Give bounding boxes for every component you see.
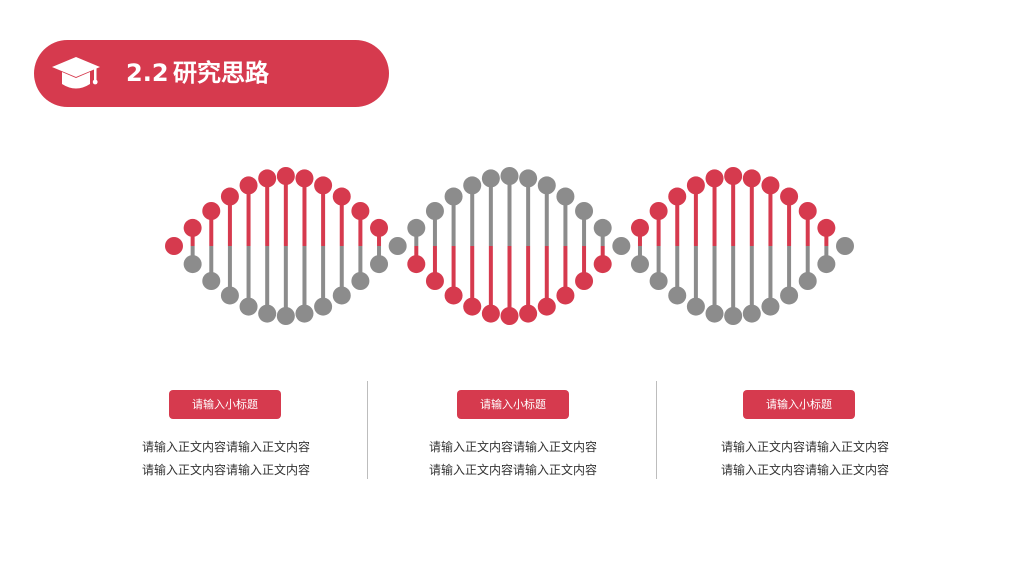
- helix-node-bottom: [202, 272, 221, 290]
- helix-node-top: [444, 187, 463, 206]
- helix-node-top: [481, 169, 500, 188]
- helix-node-top: [500, 167, 519, 185]
- helix-node-top: [258, 169, 277, 188]
- helix-node-bottom: [258, 304, 277, 323]
- helix-node-top: [370, 218, 389, 237]
- helix-node-top: [705, 169, 724, 188]
- subtitle-button-1[interactable]: 请输入小标题: [169, 390, 281, 419]
- helix-node-crossing: [165, 237, 183, 255]
- helix-node-bottom: [556, 286, 575, 305]
- helix-node-bottom: [500, 307, 519, 325]
- graduation-cap-icon: [52, 57, 100, 89]
- helix-node-bottom: [575, 272, 594, 290]
- helix-node-bottom: [407, 255, 426, 274]
- helix-node-top: [742, 169, 761, 188]
- helix-node-top: [183, 218, 202, 237]
- section-title-bar: [34, 40, 389, 107]
- helix-node-bottom: [183, 255, 202, 274]
- helix-node-top: [276, 167, 295, 185]
- helix-node-top: [537, 176, 556, 195]
- helix-node-bottom: [481, 304, 500, 323]
- helix-node-crossing: [612, 237, 631, 255]
- body-text-line: 请输入正文内容请输入正文内容: [720, 463, 889, 477]
- helix-node-top: [332, 187, 351, 206]
- helix-node-bottom: [220, 286, 239, 305]
- helix-node-top: [351, 202, 370, 220]
- helix-node-top: [575, 202, 594, 220]
- helix-node-top: [220, 187, 239, 206]
- body-text-line: 请输入正文内容请输入正文内容: [428, 463, 597, 477]
- helix-node-bottom: [649, 272, 668, 290]
- helix-node-bottom: [742, 304, 761, 323]
- helix-node-top: [780, 187, 799, 206]
- helix-node-bottom: [314, 297, 333, 316]
- helix-node-top: [314, 176, 333, 195]
- subtitle-button-3[interactable]: 请输入小标题: [743, 390, 855, 419]
- helix-node-top: [724, 167, 743, 185]
- helix-node-bottom: [537, 297, 556, 316]
- helix-node-top: [686, 176, 705, 195]
- helix-node-bottom: [798, 272, 817, 290]
- column-divider: [656, 381, 657, 479]
- helix-node-top: [649, 202, 668, 220]
- helix-node-top: [519, 169, 538, 188]
- helix-node-top: [202, 202, 221, 220]
- body-text-line: 请输入正文内容请输入正文内容: [720, 440, 889, 454]
- helix-node-top: [425, 202, 444, 220]
- helix-node-top: [593, 218, 612, 237]
- helix-node-bottom: [295, 304, 314, 323]
- body-text-line: 请输入正文内容请输入正文内容: [141, 440, 310, 454]
- helix-node-bottom: [276, 307, 295, 325]
- helix-node-bottom: [425, 272, 444, 290]
- helix-node-bottom: [761, 297, 780, 316]
- helix-node-bottom: [686, 297, 705, 316]
- body-text-line: 请输入正文内容请输入正文内容: [428, 440, 597, 454]
- helix-node-top: [630, 218, 649, 237]
- column-divider: [367, 381, 368, 479]
- helix-node-top: [295, 169, 314, 188]
- helix-node-crossing: [836, 237, 854, 255]
- page-title: 研究思路: [173, 59, 269, 87]
- helix-node-top: [239, 176, 258, 195]
- section-number: 2.2: [126, 59, 169, 87]
- helix-node-bottom: [705, 304, 724, 323]
- helix-node-top: [798, 202, 817, 220]
- helix-node-bottom: [668, 286, 687, 305]
- helix-node-bottom: [370, 255, 389, 274]
- subtitle-button-2[interactable]: 请输入小标题: [457, 390, 569, 419]
- helix-node-top: [668, 187, 687, 206]
- helix-node-bottom: [444, 286, 463, 305]
- helix-node-top: [407, 218, 426, 237]
- helix-node-bottom: [239, 297, 258, 316]
- helix-node-crossing: [388, 237, 407, 255]
- helix-node-bottom: [724, 307, 743, 325]
- helix-node-top: [463, 176, 482, 195]
- helix-node-bottom: [463, 297, 482, 316]
- helix-node-bottom: [519, 304, 538, 323]
- helix-node-bottom: [780, 286, 799, 305]
- helix-node-bottom: [630, 255, 649, 274]
- helix-node-top: [761, 176, 780, 195]
- helix-node-bottom: [351, 272, 370, 290]
- helix-node-top: [556, 187, 575, 206]
- helix-node-bottom: [332, 286, 351, 305]
- body-text-line: 请输入正文内容请输入正文内容: [141, 463, 310, 477]
- helix-node-top: [817, 218, 836, 237]
- helix-node-bottom: [817, 255, 836, 274]
- helix-node-bottom: [593, 255, 612, 274]
